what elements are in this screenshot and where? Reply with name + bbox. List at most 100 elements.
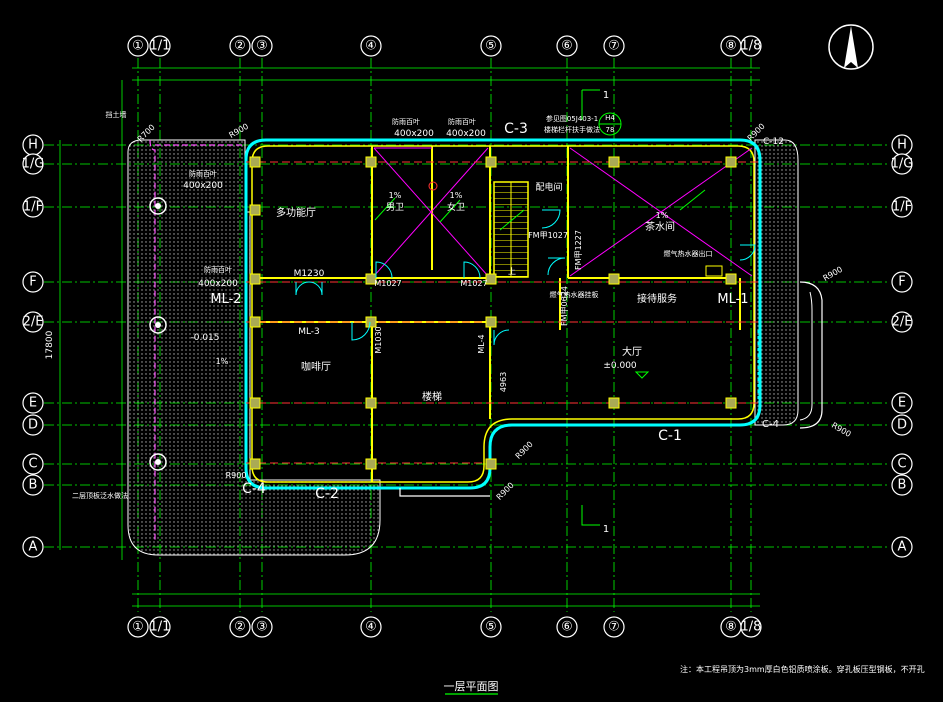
svg-text:C: C [28,457,37,472]
structural-columns [149,156,737,471]
label-m1027-a: M1027 [374,279,401,288]
column [249,273,261,285]
radius-r900-d: R900 [830,421,853,439]
svg-text:②: ② [234,39,246,54]
section-mark-bot: 1 [603,524,609,535]
slope-men: 1% [389,191,402,200]
room-cafe: 咖啡厅 [301,361,331,373]
ref-note-2: 楼梯栏杆扶手做法 [544,125,600,134]
drawing-title: 一层平面图 [444,680,499,693]
ref-mark-bot: 78 [606,126,615,134]
svg-text:H: H [897,138,907,153]
column [485,273,497,285]
svg-text:⑥: ⑥ [561,39,573,54]
row-axis-bubble-right: 1/F [891,196,913,218]
svg-text:④: ④ [365,39,377,54]
column [365,156,377,168]
column [249,458,261,470]
slope-outside: 1% [216,357,229,366]
label-ml4: ML-4 [477,334,486,353]
vent1-label: 防雨百叶 [189,169,217,178]
column-axis-bubble-bottom: 1/1 [149,616,171,638]
column-axis-bubble-bottom: ⑤ [480,616,502,638]
row-axis-bubble-left: 1/G [22,153,44,175]
planter-light-core [155,203,161,209]
svg-text:B: B [29,478,38,493]
svg-text:1/1: 1/1 [150,620,171,635]
svg-text:⑧: ⑧ [725,620,737,635]
svg-text:①: ① [132,39,144,54]
label-c4-left: C-4 [242,481,266,497]
vent2-size: 400x200 [198,279,238,289]
label-ml1: ML-1 [717,292,748,307]
radius-r900-e: R900 [514,440,535,461]
row-axis-bubble-right: A [891,536,913,558]
label-ml2: ML-2 [210,292,241,307]
label-ml3: ML-3 [298,327,320,337]
svg-text:⑧: ⑧ [725,39,737,54]
north-arrow-icon [828,24,874,70]
svg-text:1/8: 1/8 [741,620,762,635]
svg-text:2/E: 2/E [23,315,44,330]
svg-text:⑤: ⑤ [485,39,497,54]
radius-r900-a: R900 [227,122,250,140]
svg-text:⑦: ⑦ [608,620,620,635]
svg-text:③: ③ [256,39,268,54]
column [485,316,497,328]
svg-text:A: A [898,540,907,555]
heater-note: 燃气热水器出口 [664,249,713,258]
elevation-outside: -0.015 [190,333,219,343]
svg-text:1/F: 1/F [23,200,43,215]
column [725,156,737,168]
column-axis-bubble-bottom: 1/8 [740,616,762,638]
label-fm1027: FM甲1027 [528,231,568,240]
pit-note: 二层顶板泛水做法 [72,491,128,500]
dim-4963: 4963 [499,372,508,392]
svg-text:②: ② [234,620,246,635]
column-axis-bubble-top: ⑤ [480,35,502,57]
ceiling-cross-lines [373,147,753,277]
column [608,273,620,285]
row-axis-bubble-left: F [22,271,44,293]
row-axis-bubble-right: B [891,474,913,496]
svg-text:F: F [898,275,905,290]
row-axis-bubble-left: B [22,474,44,496]
row-axis-bubble-right: 2/E [891,311,913,333]
label-c3: C-3 [504,121,528,137]
board-note: 燃气热水器挂板 [550,290,599,299]
svg-text:1/G: 1/G [891,157,914,172]
column [249,204,261,216]
radius-r900-c: R900 [821,265,844,283]
column-axis-bubble-top: ② [229,35,251,57]
column-axis-bubble-top: ⑧ [720,35,742,57]
row-axis-bubble-left: A [22,536,44,558]
svg-text:F: F [29,275,36,290]
stair-up: 上 [508,267,516,276]
column [365,397,377,409]
svg-text:A: A [29,540,38,555]
svg-text:③: ③ [256,620,268,635]
radius-r900-g: R900 [226,471,247,480]
label-c1: C-1 [658,428,682,444]
column [365,316,377,328]
retaining-wall-note: 挡土墙 [106,110,127,119]
svg-text:1/F: 1/F [892,200,912,215]
column-axis-bubble-bottom: ⑥ [556,616,578,638]
room-men-wc: 男卫 [386,202,404,213]
svg-text:1/8: 1/8 [741,39,762,54]
planter-light [149,316,167,334]
row-axis-bubble-left: H [22,134,44,156]
label-m1230: M1230 [294,269,325,279]
column [365,273,377,285]
column [485,458,497,470]
column-axis-bubble-top: ⑥ [556,35,578,57]
svg-text:B: B [898,478,907,493]
column-axis-bubble-top: ① [127,35,149,57]
column [249,397,261,409]
column [249,316,261,328]
planter-light-core [155,322,161,328]
column-axis-bubble-bottom: ② [229,616,251,638]
planter-light-core [155,459,161,465]
